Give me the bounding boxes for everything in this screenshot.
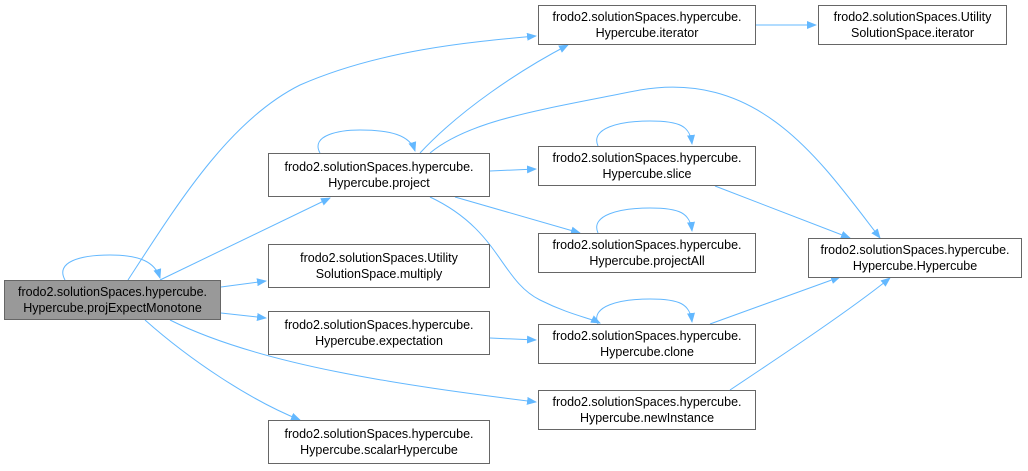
node-line: Hypercube.projExpectMonotone bbox=[23, 301, 202, 315]
node-line: Hypercube.Hypercube bbox=[852, 259, 978, 273]
edge-project-clone bbox=[429, 196, 601, 324]
edge-slice-ctor bbox=[714, 185, 851, 239]
node-newInstance[interactable]: frodo2.solutionSpaces.hypercube. Hypercub… bbox=[538, 390, 756, 430]
node-clone[interactable]: frodo2.solutionSpaces.hypercube. Hypercub… bbox=[538, 324, 756, 364]
node-project[interactable]: frodo2.solutionSpaces.hypercube. Hypercub… bbox=[268, 153, 490, 197]
node-projectAll[interactable]: frodo2.solutionSpaces.hypercube. Hypercub… bbox=[538, 233, 756, 273]
edge-root-newInstance bbox=[169, 319, 537, 405]
edge-root-multiply bbox=[220, 278, 267, 288]
edge-clone-ctor bbox=[709, 276, 841, 325]
node-expectation[interactable]: frodo2.solutionSpaces.hypercube. Hypercub… bbox=[268, 311, 490, 355]
edge-root-project bbox=[159, 197, 331, 281]
node-line: Hypercube.projectAll bbox=[589, 254, 705, 268]
edge-project-self bbox=[317, 129, 417, 154]
node-line: Hypercube.slice bbox=[602, 167, 692, 181]
edge-slice-self bbox=[596, 120, 695, 147]
node-line: frodo2.solutionSpaces.hypercube. bbox=[552, 10, 742, 24]
edge-project-ctor bbox=[429, 86, 881, 239]
edge-root-scalar bbox=[144, 319, 301, 421]
node-line: SolutionSpace.iterator bbox=[851, 26, 974, 40]
node-line: frodo2.solutionSpaces.hypercube. bbox=[284, 160, 474, 174]
edge-root-expectation bbox=[220, 312, 267, 321]
node-iterator[interactable]: frodo2.solutionSpaces.hypercube. Hypercub… bbox=[538, 5, 756, 45]
node-line: Hypercube.project bbox=[328, 176, 430, 190]
edge-projectAll-self bbox=[596, 207, 695, 234]
node-hypercube-constructor[interactable]: frodo2.solutionSpaces.hypercube. Hypercub… bbox=[808, 238, 1022, 278]
edge-project-slice bbox=[489, 165, 537, 174]
node-line: Hypercube.newInstance bbox=[579, 411, 715, 425]
node-line: Hypercube.expectation bbox=[315, 334, 443, 348]
edge-project-projectAll bbox=[454, 196, 581, 235]
edge-project-iterator bbox=[419, 44, 569, 154]
node-line: SolutionSpace.multiply bbox=[315, 267, 443, 281]
node-scalarHypercube[interactable]: frodo2.solutionSpaces.hypercube. Hypercub… bbox=[268, 420, 490, 464]
edge-root-self bbox=[62, 254, 162, 281]
node-line: frodo2.solutionSpaces.Utility bbox=[300, 251, 458, 265]
node-line: frodo2.solutionSpaces.Utility bbox=[833, 10, 992, 24]
node-line: frodo2.solutionSpaces.hypercube. bbox=[552, 238, 742, 252]
edge-root-iterator bbox=[127, 32, 537, 281]
node-line: Hypercube.scalarHypercube bbox=[300, 443, 458, 457]
node-line: frodo2.solutionSpaces.hypercube. bbox=[284, 427, 474, 441]
node-line: Hypercube.iterator bbox=[595, 26, 699, 40]
edge-expectation-clone bbox=[489, 335, 537, 344]
node-slice[interactable]: frodo2.solutionSpaces.hypercube. Hypercub… bbox=[538, 146, 756, 186]
node-line: frodo2.solutionSpaces.hypercube. bbox=[820, 243, 1010, 257]
edge-newInstance-ctor bbox=[729, 277, 891, 391]
node-line: frodo2.solutionSpaces.hypercube. bbox=[284, 318, 474, 332]
edge-clone-self bbox=[596, 298, 695, 325]
node-line: frodo2.solutionSpaces.hypercube. bbox=[552, 151, 742, 165]
node-line: frodo2.solutionSpaces.hypercube. bbox=[552, 395, 742, 409]
node-line: frodo2.solutionSpaces.hypercube. bbox=[17, 285, 207, 299]
node-projExpectMonotone[interactable]: frodo2.solutionSpaces.hypercube. Hypercub… bbox=[4, 280, 221, 320]
node-line: Hypercube.clone bbox=[600, 345, 694, 359]
node-line: frodo2.solutionSpaces.hypercube. bbox=[552, 329, 742, 343]
